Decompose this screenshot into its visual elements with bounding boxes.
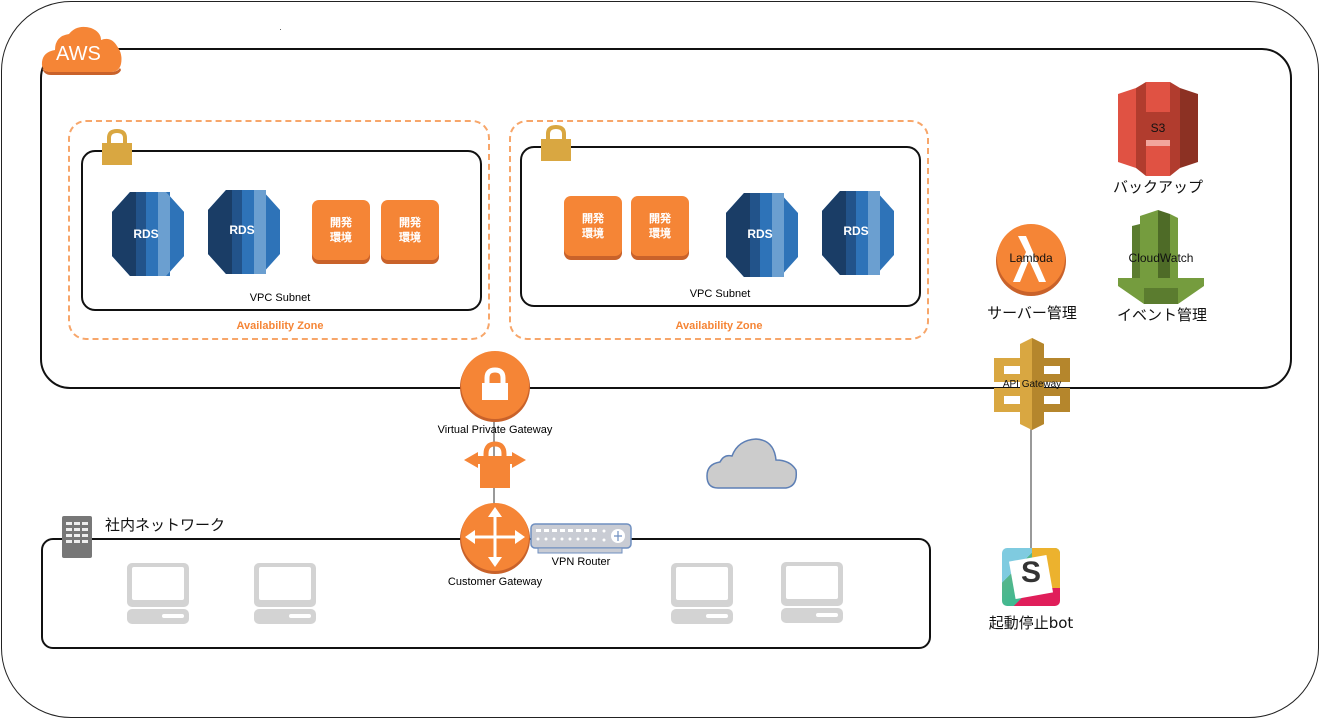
aws-cloud-container [40,48,1292,389]
availability-zone-1 [68,120,490,340]
dev-label-line1: 開発 [582,212,604,225]
internet-cloud-icon [706,438,798,489]
customer-gateway-label: Customer Gateway [447,576,543,588]
cloudwatch-label: CloudWatch [1129,251,1194,265]
client-computer-icon [781,562,843,623]
dev-label-line2: 環境 [582,227,604,240]
vpn-connection-icon [464,441,526,488]
api-gateway-icon: API Gateway [994,338,1070,430]
slack-logo-letter: S [1020,556,1041,589]
rds-label: RDS [133,227,158,241]
dev-environment-box: 開発環境 [312,200,370,260]
client-computer-icon [254,563,316,624]
customer-gateway-icon [460,503,530,574]
dev-environment-box: 開発環境 [381,200,439,260]
aws-label: AWS [56,43,101,65]
corporate-network-label: 社内ネットワーク [105,516,226,534]
dev-label-line2: 環境 [330,231,352,244]
lambda-caption: サーバー管理 [987,304,1077,322]
virtual-private-gateway-icon [460,351,530,422]
lambda-label: Lambda [1009,251,1053,265]
vpn-router-label: VPN Router [551,556,611,568]
vpc-subnet-2-label: VPC Subnet [689,288,751,300]
rds-icon: RDS [208,190,280,274]
rds-label: RDS [747,227,772,241]
dev-environment-box: 開発環境 [564,196,622,256]
s3-icon: S3 [1118,82,1198,176]
stray-dot [280,29,281,30]
dev-label-line1: 開発 [399,216,421,229]
dev-label-line1: 開発 [330,216,352,229]
aws-cloud-icon [41,26,122,75]
rds-icon: RDS [822,191,894,275]
client-computer-icon [127,563,189,624]
dev-label-line2: 環境 [649,227,671,240]
api-gateway-label: API Gateway [1003,379,1061,390]
office-building-icon [62,516,92,558]
vpn-router-icon [530,523,632,554]
cloudwatch-icon: CloudWatch [1118,210,1204,304]
slack-caption: 起動停止bot [988,614,1074,632]
availability-zone-2 [509,120,929,340]
rds-icon: RDS [112,192,184,276]
aws-badge: AWS [41,24,123,76]
slack-icon: S [1002,548,1060,606]
rds-label: RDS [229,223,254,237]
vpc-subnet-1-label: VPC Subnet [249,292,311,304]
rds-label: RDS [843,224,868,238]
availability-zone-1-label: Availability Zone [236,320,324,332]
dev-label-line1: 開発 [649,212,671,225]
lock-icon [541,124,571,161]
cloudwatch-caption: イベント管理 [1116,306,1207,324]
virtual-private-gateway-label: Virtual Private Gateway [437,424,553,436]
lambda-icon: Lambda [996,224,1066,296]
availability-zone-2-label: Availability Zone [675,320,763,332]
rds-icon: RDS [726,193,798,277]
s3-caption: バックアップ [1112,178,1203,196]
dev-label-line2: 環境 [399,231,421,244]
s3-label: S3 [1151,121,1166,135]
dev-environment-box: 開発環境 [631,196,689,256]
client-computer-icon [671,563,733,624]
lock-icon [102,128,132,165]
